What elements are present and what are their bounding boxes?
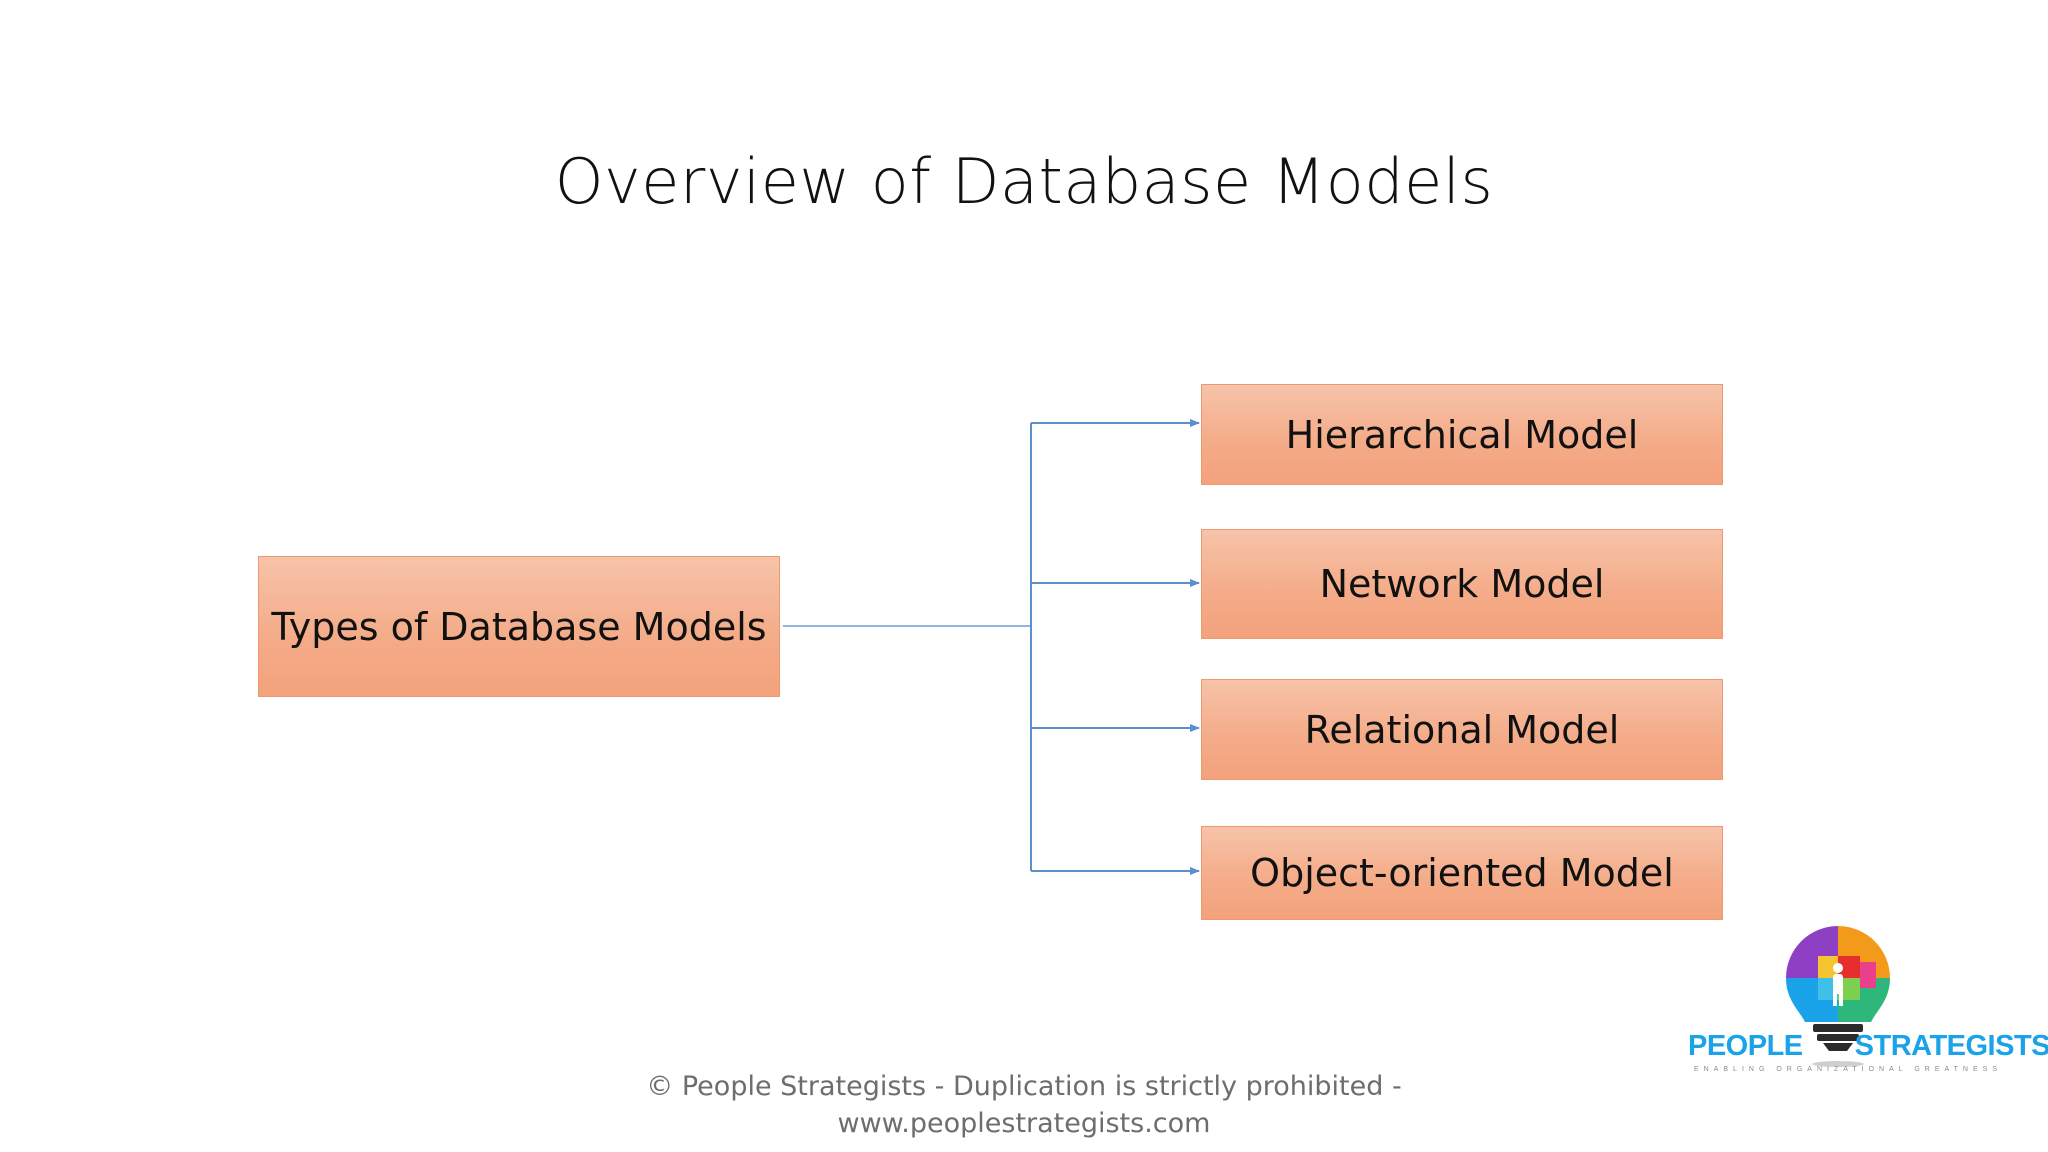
lightbulb-puzzle-icon bbox=[1786, 926, 1890, 1067]
node-label: Types of Database Models bbox=[271, 604, 767, 649]
footer-copyright: © People Strategists - Duplication is st… bbox=[0, 1068, 2048, 1142]
logo-tagline: ENABLING ORGANIZATIONAL GREATNESS bbox=[1693, 1066, 2002, 1073]
node-label: Hierarchical Model bbox=[1285, 412, 1639, 457]
node-label: Object-oriented Model bbox=[1250, 851, 1674, 895]
footer-line-2: www.peoplestrategists.com bbox=[837, 1108, 1211, 1139]
node-label: Network Model bbox=[1319, 562, 1605, 606]
people-strategists-logo: PEOPLE STRATEGISTS ENABLING ORGANIZATION… bbox=[1688, 918, 2048, 1093]
node-types-of-database-models: Types of Database Models bbox=[258, 556, 780, 697]
logo-wordmark: PEOPLE STRATEGISTS bbox=[1688, 1030, 2048, 1063]
node-label: Relational Model bbox=[1304, 707, 1620, 752]
logo-word-strategists: STRATEGISTS bbox=[1854, 1030, 2048, 1062]
node-relational-model: Relational Model bbox=[1201, 679, 1723, 780]
node-object-oriented-model: Object-oriented Model bbox=[1201, 826, 1723, 920]
node-network-model: Network Model bbox=[1201, 529, 1723, 639]
logo-word-people: PEOPLE bbox=[1688, 1030, 1803, 1062]
node-hierarchical-model: Hierarchical Model bbox=[1201, 384, 1723, 485]
slide-title: Overview of Database Models bbox=[554, 145, 1494, 218]
footer-line-1: © People Strategists - Duplication is st… bbox=[646, 1071, 1402, 1102]
